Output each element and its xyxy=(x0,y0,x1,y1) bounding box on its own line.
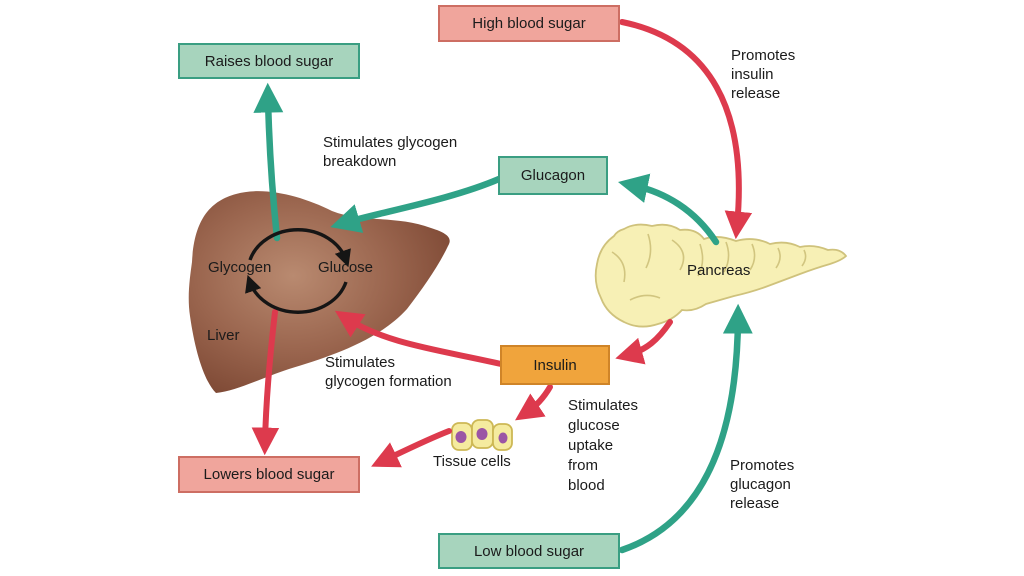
arrow-pancreas-to-insulin xyxy=(615,319,673,365)
low-blood-sugar-box: Low blood sugar xyxy=(438,533,620,569)
annotation-stimulates-glycogen-breakdown: Stimulates glycogen breakdown xyxy=(323,134,458,170)
arrow-tissue-cells-to-lowers xyxy=(371,428,452,468)
arrow-insulin-to-tissue-cells xyxy=(515,384,553,421)
arrow-liver-to-lowers xyxy=(251,309,280,456)
raises-blood-sugar-box: Raises blood sugar xyxy=(178,43,360,79)
lowers-blood-sugar-box: Lowers blood sugar xyxy=(178,456,360,493)
annotation-stimulates-glucose-uptake: Stimulates glucose uptake from blood xyxy=(568,397,639,494)
liver-label: Liver xyxy=(207,327,240,344)
tissue-cells-illustration xyxy=(451,419,513,451)
arrow-low-sugar-to-pancreas xyxy=(618,303,753,554)
liver-shape xyxy=(188,191,450,393)
arrow-insulin-to-liver xyxy=(334,310,504,367)
cycle-arrow-glycogen-to-glucose xyxy=(248,228,351,268)
arrow-high-sugar-to-pancreas xyxy=(619,19,753,240)
glycogen-label: Glycogen xyxy=(208,259,272,276)
annotation-promotes-glucagon-release: Promotes glucagon release xyxy=(730,457,795,512)
pancreas-label: Pancreas xyxy=(687,262,751,279)
glucose-label: Glucose xyxy=(318,259,374,276)
cell-nuclei xyxy=(455,428,508,444)
high-blood-sugar-box: High blood sugar xyxy=(438,5,620,42)
insulin-box: Insulin xyxy=(500,345,610,385)
annotation-stimulates-glycogen-formation: Stimulates glycogen formation xyxy=(325,354,452,390)
arrow-pancreas-to-glucagon xyxy=(618,173,720,246)
glucagon-box: Glucagon xyxy=(498,156,608,195)
pancreas-texture xyxy=(611,233,807,301)
pancreas-shape xyxy=(594,223,848,328)
cycle-arrow-glucose-to-glycogen xyxy=(245,274,348,314)
arrow-liver-to-raises xyxy=(253,82,284,242)
annotation-promotes-insulin-release: Promotes insulin release xyxy=(731,47,796,102)
arrow-glucagon-to-liver xyxy=(330,175,503,233)
tissue-cells-label: Tissue cells xyxy=(433,453,511,470)
